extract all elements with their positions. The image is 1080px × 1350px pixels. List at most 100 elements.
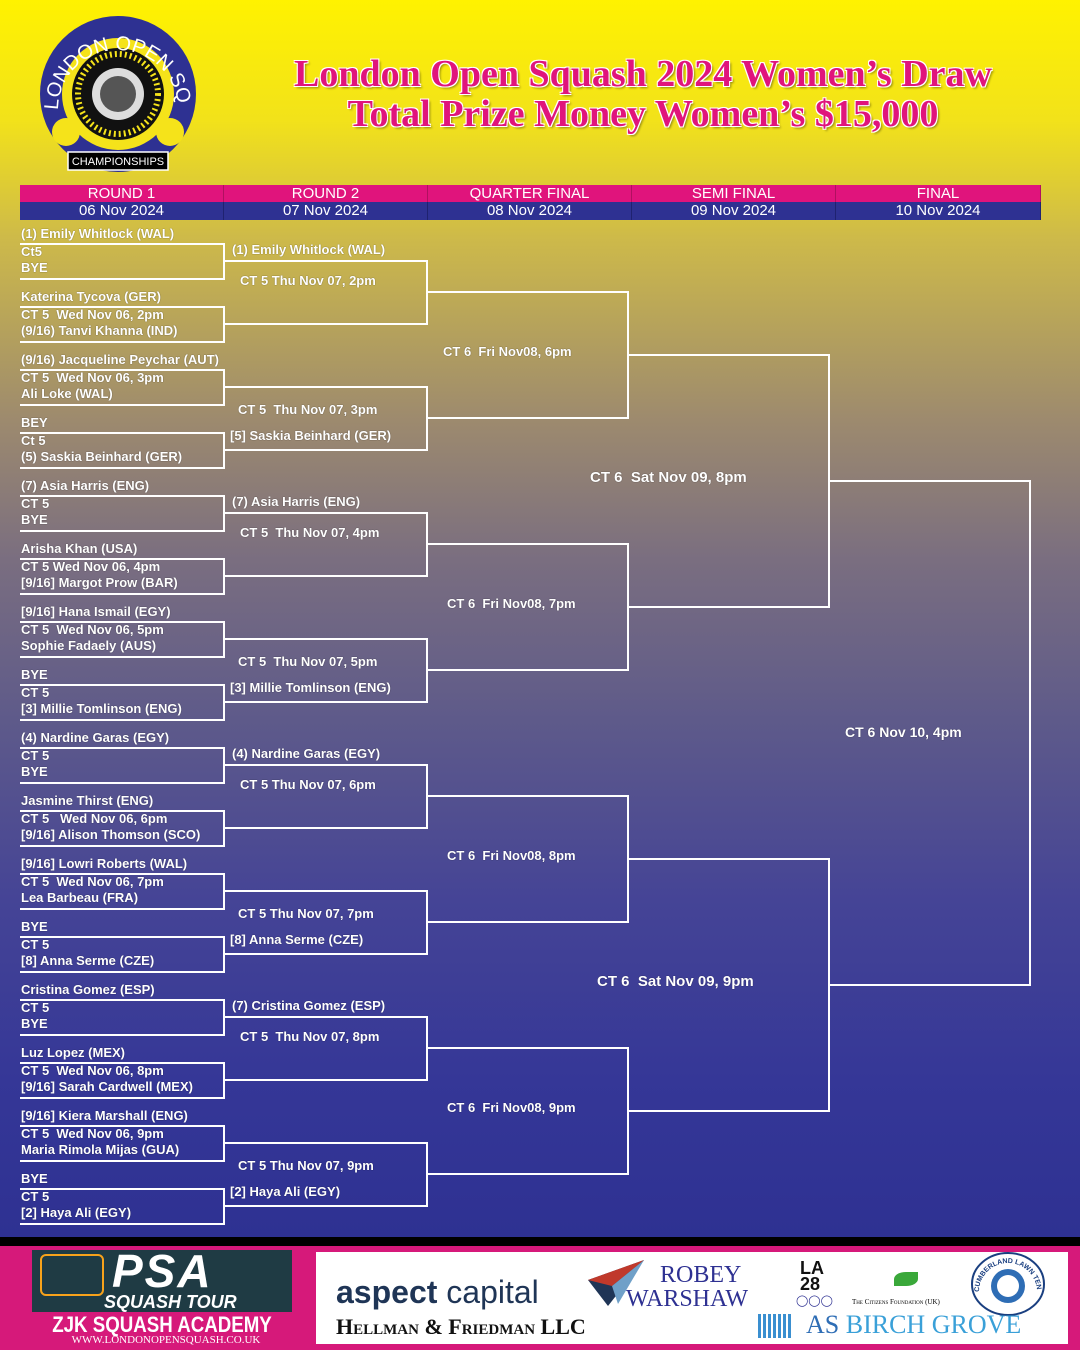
r2-player: (7) Cristina Gomez (ESP) — [232, 998, 386, 1013]
r1-player-bottom: [9/16] Margot Prow (BAR) — [21, 575, 178, 590]
r1-player-top: Arisha Khan (USA) — [21, 541, 138, 556]
r2-match-time: CT 5 Thu Nov 07, 6pm — [240, 777, 376, 792]
qf-match-time: CT 6 Fri Nov08, 6pm — [443, 344, 572, 359]
squash-tour-text: SQUASH TOUR — [104, 1292, 237, 1312]
round-date: 09 Nov 2024 — [632, 202, 836, 220]
r1-player-bottom: Lea Barbeau (FRA) — [21, 890, 139, 905]
r1-match-court: CT 5 Wed Nov 06, 2pm — [21, 307, 164, 322]
warshaw-text: WARSHAW — [626, 1286, 749, 1312]
robey-text: ROBEY — [660, 1262, 742, 1288]
r1-match-court: CT 5 — [21, 748, 50, 763]
psa-logo: PSA SQUASH TOUR — [32, 1245, 292, 1312]
r1-match-court: CT 5 — [21, 937, 50, 952]
r2-player: [2] Haya Ali (EGY) — [230, 1184, 341, 1199]
birch-grove-icon — [758, 1314, 792, 1338]
qf-match-time: CT 6 Fri Nov08, 8pm — [447, 848, 576, 863]
page-title: London Open Squash 2024 Women’s Draw — [294, 53, 992, 95]
round-date: 08 Nov 2024 — [428, 202, 632, 220]
r1-match-court: CT 5 — [21, 685, 50, 700]
r2-match-time: CT 5 Thu Nov 07, 9pm — [238, 1158, 374, 1173]
final-match-box — [828, 480, 1031, 986]
r2-match-time: CT 5 Thu Nov 07, 8pm — [240, 1029, 380, 1044]
r1-player-top: [9/16] Hana Ismail (EGY) — [21, 604, 171, 619]
capital-text: capital — [446, 1274, 539, 1310]
r2-player: (4) Nardine Garas (EGY) — [232, 746, 381, 761]
r2-match-box — [223, 260, 428, 325]
round-date: 06 Nov 2024 — [20, 202, 224, 220]
cumberland-club-logo: CUMBERLAND LAWN TENNIS CLUB — [970, 1252, 1045, 1316]
r2-player: [5] Saskia Beinhard (GER) — [230, 428, 392, 443]
r1-player-bottom: BYE — [21, 1016, 48, 1031]
r1-player-bottom: [2] Haya Ali (EGY) — [21, 1205, 132, 1220]
r2-player: (7) Asia Harris (ENG) — [232, 494, 361, 509]
logo-banner: CHAMPIONSHIPS — [72, 156, 164, 168]
academy-name: ZJK SQUASH ACADEMY — [52, 1312, 272, 1337]
r1-match-court: CT 5 Wed Nov 06, 9pm — [21, 1126, 164, 1141]
r1-player-bottom: BYE — [21, 512, 48, 527]
r1-match-box — [20, 747, 225, 784]
r1-player-bottom: BYE — [21, 260, 48, 275]
r1-player-top: (1) Emily Whitlock (WAL) — [21, 226, 175, 241]
r1-match-court: CT 5 — [21, 1000, 50, 1015]
aspect-capital-logo: aspect capital — [336, 1274, 539, 1311]
r1-match-court: Ct 5 — [21, 433, 46, 448]
round-name: FINAL — [836, 185, 1041, 202]
r1-player-top: [9/16] Kiera Marshall (ENG) — [21, 1108, 188, 1123]
as-text: AS — [806, 1310, 840, 1339]
r1-match-court: Ct5 — [21, 244, 42, 259]
qf-match-time: CT 6 Fri Nov08, 9pm — [447, 1100, 576, 1115]
28-text: 28 — [800, 1274, 821, 1294]
r1-match-court: CT 5 Wed Nov 06, 8pm — [21, 1063, 164, 1078]
r1-player-bottom: [8] Anna Serme (CZE) — [21, 953, 155, 968]
r1-player-bottom: (9/16) Tanvi Khanna (IND) — [21, 323, 178, 338]
r2-match-time: CT 5 Thu Nov 07, 4pm — [240, 525, 380, 540]
r1-player-top: BYE — [21, 1171, 48, 1186]
aspect-text: aspect — [336, 1274, 438, 1310]
sf-match-time: CT 6 Sat Nov 09, 8pm — [590, 469, 747, 486]
la-text: LA — [800, 1258, 824, 1278]
r1-player-top: (9/16) Jacqueline Peychar (AUT) — [21, 352, 219, 367]
r2-match-time: CT 5 Thu Nov 07, 5pm — [238, 654, 378, 669]
sponsor-panel: aspect capital Hellman & Friedman LLC RO… — [316, 1252, 1068, 1344]
r1-player-bottom: [9/16] Alison Thomson (SCO) — [21, 827, 201, 842]
r1-match-box — [20, 495, 225, 532]
r2-player: [8] Anna Serme (CZE) — [230, 932, 364, 947]
r1-player-bottom: BYE — [21, 764, 48, 779]
round-name: QUARTER FINAL — [428, 185, 632, 202]
r1-player-bottom: [9/16] Sarah Cardwell (MEX) — [21, 1079, 193, 1094]
sf-match-time: CT 6 Sat Nov 09, 9pm — [597, 973, 754, 990]
r1-match-court: CT 5 — [21, 496, 50, 511]
r2-match-box — [223, 1016, 428, 1081]
olympic-rings-icon: ◯◯◯ — [796, 1295, 833, 1307]
r1-player-bottom: Maria Rimola Mijas (GUA) — [21, 1142, 180, 1157]
r1-player-bottom: Ali Loke (WAL) — [21, 386, 113, 401]
r1-player-top: Jasmine Thirst (ENG) — [21, 793, 154, 808]
r1-player-bottom: [3] Millie Tomlinson (ENG) — [21, 701, 182, 716]
r1-player-bottom: (5) Saskia Beinhard (GER) — [21, 449, 183, 464]
r1-player-bottom: Sophie Fadaely (AUS) — [21, 638, 157, 653]
r2-match-box — [223, 512, 428, 577]
footer-divider — [0, 1237, 1080, 1246]
r1-player-top: BYE — [21, 919, 48, 934]
r1-match-box — [20, 243, 225, 280]
website-link[interactable]: WWW.LONDONOPENSQUASH.CO.UK — [71, 1334, 261, 1346]
r1-player-top: (4) Nardine Garas (EGY) — [21, 730, 170, 745]
r2-player: [3] Millie Tomlinson (ENG) — [230, 680, 391, 695]
round-name: ROUND 2 — [224, 185, 428, 202]
r1-match-box — [20, 999, 225, 1036]
r1-match-court: CT 5 — [21, 1189, 50, 1204]
r1-match-court: CT 5 Wed Nov 06, 3pm — [21, 370, 164, 385]
tournament-logo: LONDON OPEN SQUASH CHAMPIONSHIPS — [29, 0, 200, 178]
citizens-foundation-logo: The Citizens Foundation (UK) — [852, 1298, 940, 1306]
r1-player-top: (7) Asia Harris (ENG) — [21, 478, 150, 493]
r1-player-top: BEY — [21, 415, 48, 430]
r2-match-time: CT 5 Thu Nov 07, 2pm — [240, 273, 376, 288]
round-name: SEMI FINAL — [632, 185, 836, 202]
hellman-friedman-logo: Hellman & Friedman LLC — [336, 1314, 586, 1339]
r1-match-court: CT 5 Wed Nov 06, 7pm — [21, 874, 164, 889]
